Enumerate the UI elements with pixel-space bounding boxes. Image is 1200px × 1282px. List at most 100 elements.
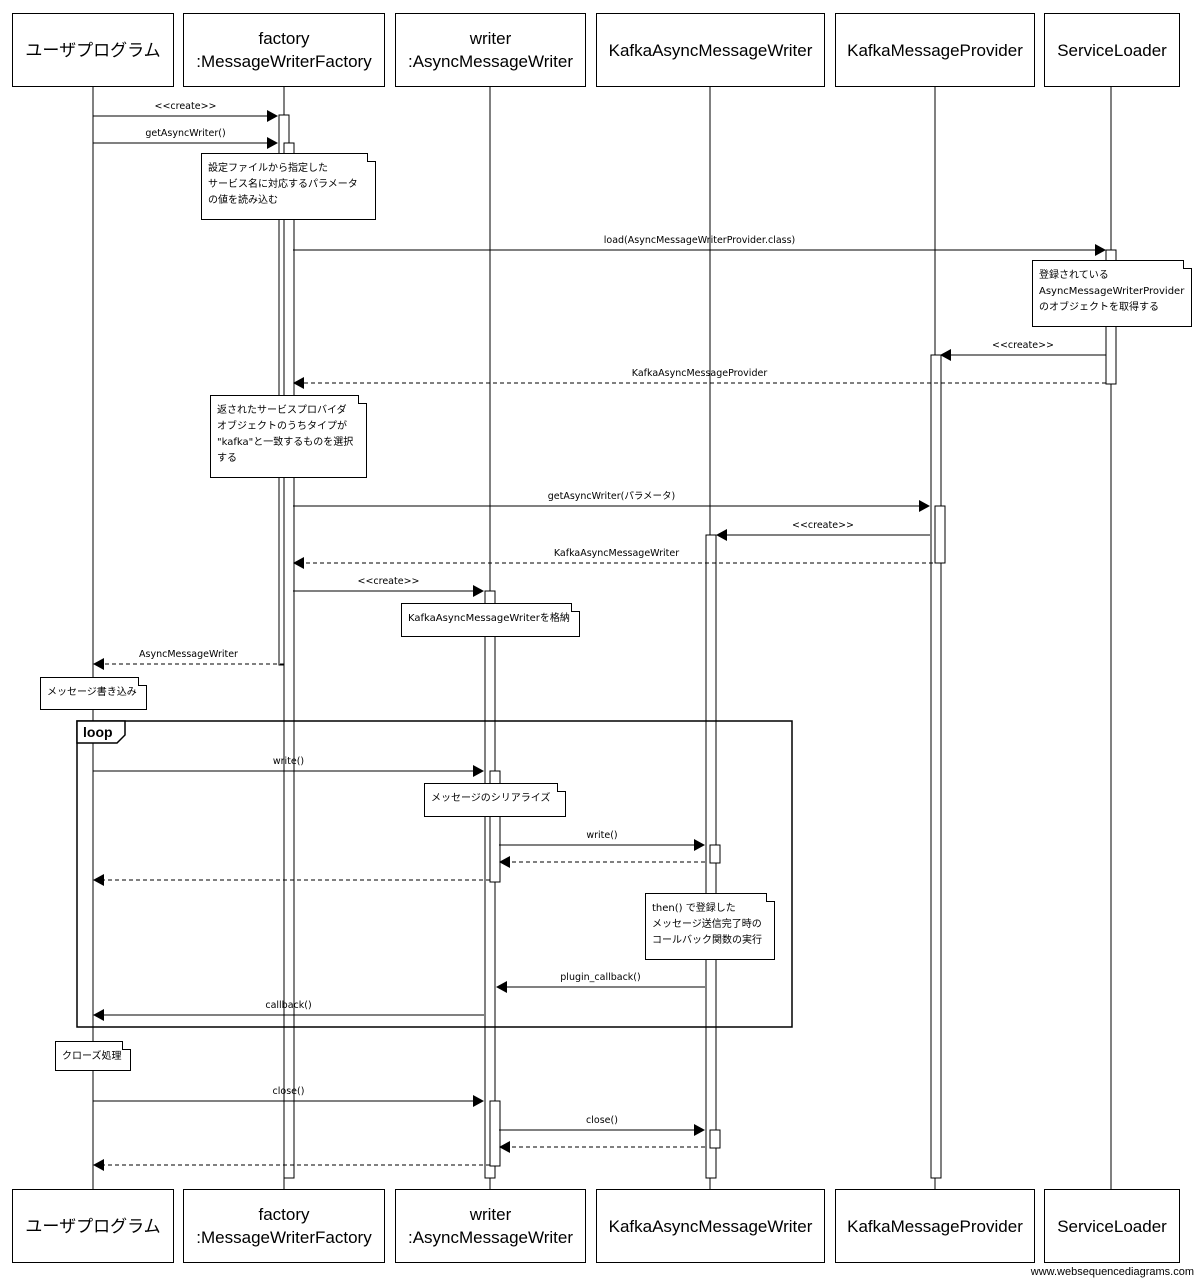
participant-label: writer	[469, 1205, 512, 1224]
participant-label: :MessageWriterFactory	[196, 1228, 372, 1247]
message-label: load(AsyncMessageWriterProvider.class)	[603, 235, 796, 246]
participant-label: :AsyncMessageWriter	[407, 1228, 573, 1247]
participant-kamw-top: KafkaAsyncMessageWriter	[596, 13, 825, 87]
loop-frame	[76, 720, 793, 1028]
note-line: KafkaAsyncMessageWriterを格納	[408, 613, 570, 624]
message-label: close()	[272, 1086, 305, 1097]
participant-label: writer	[469, 29, 512, 48]
note-line: メッセージ送信完了時の	[652, 919, 762, 930]
participant-writer-top: writer :AsyncMessageWriter	[395, 13, 586, 87]
message-label: <<create>>	[992, 340, 1054, 351]
participant-factory-bottom: factory :MessageWriterFactory	[183, 1189, 385, 1263]
note-line: AsyncMessageWriterProvider	[1039, 286, 1185, 297]
message-label: AsyncMessageWriter	[139, 649, 238, 660]
footer-credit: www.websequencediagrams.com	[1030, 1266, 1194, 1278]
participant-factory-top: factory:MessageWriterFactory	[183, 13, 385, 87]
arrowhead	[1095, 244, 1106, 256]
arrowhead	[473, 1095, 484, 1107]
activation-bar	[489, 1100, 501, 1167]
arrowhead	[267, 110, 278, 122]
arrowhead	[93, 1009, 104, 1021]
message-label: close()	[586, 1115, 618, 1126]
participant-kmp-bottom: KafkaMessageProvider	[835, 1189, 1035, 1263]
note-line: サービス名に対応するパラメータ	[208, 179, 358, 190]
activation-bar	[709, 844, 721, 864]
message-label: KafkaAsyncMessageWriter	[553, 548, 680, 559]
note: メッセージ書き込み	[40, 677, 147, 710]
note-line: "kafka"と一致するものを選択	[217, 437, 354, 448]
arrowhead	[496, 981, 507, 993]
participant-sl-bottom: ServiceLoader	[1044, 1189, 1180, 1263]
note-line: のオブジェクトを取得する	[1039, 302, 1159, 313]
participant-label: :AsyncMessageWriter	[407, 52, 573, 71]
arrowhead	[293, 557, 304, 569]
participant-kmp-top: KafkaMessageProvider	[835, 13, 1035, 87]
participant-label: KafkaMessageProvider	[847, 1216, 1023, 1236]
message-label: KafkaAsyncMessageProvider	[631, 368, 768, 379]
activation-bar	[283, 142, 295, 1179]
message-label: <<create>>	[357, 576, 420, 587]
message-label: write()	[586, 830, 618, 841]
participant-label: ユーザプログラム	[25, 1216, 161, 1236]
arrowhead	[694, 1124, 705, 1136]
lifelines	[92, 87, 1112, 1189]
participant-label: KafkaAsyncMessageWriter	[608, 1216, 813, 1236]
arrowhead	[716, 529, 727, 541]
message-label: <<create>>	[792, 520, 854, 531]
note: クローズ処理	[55, 1041, 131, 1071]
participant-user-top: ユーザプログラム	[12, 13, 174, 87]
note: then() で登録したメッセージ送信完了時のコールバック関数の実行	[645, 893, 775, 960]
note: KafkaAsyncMessageWriterを格納	[401, 603, 580, 637]
message-label: <<create>>	[154, 101, 217, 112]
note: 返されたサービスプロバイダオブジェクトのうちタイプが "kafka"と一致するもの…	[210, 395, 367, 478]
arrowhead	[473, 765, 484, 777]
participant-user-bottom: ユーザプログラム	[12, 1189, 174, 1263]
activation-bar	[709, 1129, 721, 1149]
participant-label: KafkaMessageProvider	[847, 40, 1023, 60]
note-line: 登録されている	[1039, 270, 1109, 281]
note-line: 返されたサービスプロバイダ	[217, 405, 347, 416]
note-line: メッセージ書き込み	[47, 687, 137, 698]
arrowhead	[919, 500, 930, 512]
participant-label: factory	[258, 29, 310, 48]
participant-label: KafkaAsyncMessageWriter	[608, 40, 813, 60]
note: 設定ファイルから指定したサービス名に対応するパラメータの値を読み込む	[201, 153, 376, 220]
participant-label: ユーザプログラム	[25, 40, 161, 60]
loop-label: loop	[83, 724, 113, 740]
note-line: メッセージのシリアライズ	[431, 793, 551, 804]
arrowhead	[293, 377, 304, 389]
note-line: する	[217, 453, 237, 464]
arrowhead	[940, 349, 951, 361]
loop-tab	[76, 720, 126, 744]
note-line: オブジェクトのうちタイプが	[217, 421, 347, 432]
participant-sl-top: ServiceLoader	[1044, 13, 1180, 87]
note-line: クローズ処理	[62, 1051, 122, 1062]
activation-bar	[484, 590, 496, 1179]
participant-label: ServiceLoader	[1057, 1216, 1167, 1236]
arrowhead	[267, 137, 278, 149]
arrowhead	[499, 856, 510, 868]
message-arrows	[93, 110, 1106, 1171]
activation-bar	[934, 505, 946, 564]
activation-bar	[930, 354, 942, 1179]
message-label: getAsyncWriter()	[145, 128, 226, 139]
participant-label: factory	[258, 1205, 310, 1224]
message-label: getAsyncWriter(パラメータ)	[547, 491, 676, 502]
arrowhead	[93, 658, 104, 670]
arrowhead	[694, 839, 705, 851]
note: メッセージのシリアライズ	[424, 783, 566, 817]
participant-kamw-bottom: KafkaAsyncMessageWriter	[596, 1189, 825, 1263]
participant-label: ServiceLoader	[1057, 40, 1167, 60]
activation-bar	[489, 770, 501, 883]
participant-writer-bottom: writer :AsyncMessageWriter	[395, 1189, 586, 1263]
activation-bars	[278, 114, 1117, 1179]
note-line: の値を読み込む	[208, 195, 278, 206]
arrowhead	[93, 874, 104, 886]
message-label: callback()	[265, 1000, 312, 1011]
note-line: 設定ファイルから指定した	[208, 163, 328, 174]
message-label: write()	[272, 756, 305, 767]
note-line: コールバック関数の実行	[652, 935, 762, 946]
arrowhead	[93, 1159, 104, 1171]
arrowhead	[473, 585, 484, 597]
